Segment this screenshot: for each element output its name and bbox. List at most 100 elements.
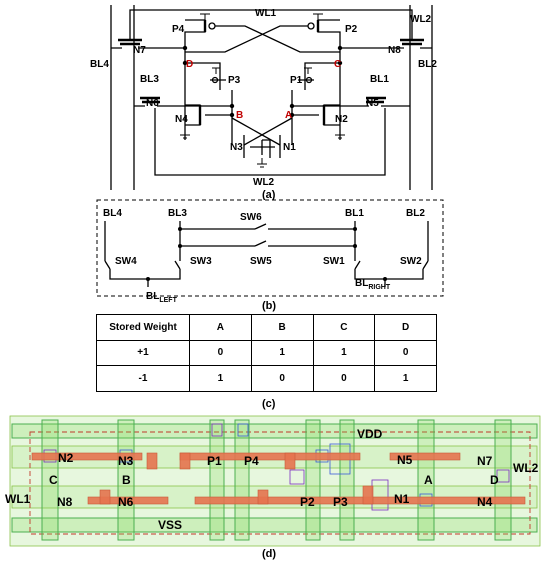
- right-network: [354, 221, 429, 280]
- wl2-top-label: WL2: [410, 14, 432, 25]
- n8-label: N8: [388, 45, 401, 56]
- sw5-blade: [254, 240, 267, 247]
- sw6-label: SW6: [240, 212, 262, 223]
- panel-a-schematic: WL1 WL2 WL2 BL4 BL3 BL1 BL2 P4 P2 P3 P1 …: [90, 5, 437, 200]
- n5-label: N5: [366, 98, 379, 109]
- bl2-label: BL2: [418, 59, 437, 70]
- wl2-layout-label: WL2: [513, 461, 539, 475]
- table-header-cell: B: [250, 314, 314, 341]
- sw6-blade: [254, 223, 267, 230]
- n3-layout-label: N3: [118, 454, 134, 468]
- pb-bl4-label: BL4: [103, 208, 122, 219]
- p1-bubble: [305, 76, 313, 84]
- p2-drain: [317, 19, 341, 63]
- node-b-label: B: [236, 110, 243, 121]
- table-row: -1 1 0 0 1: [96, 365, 437, 392]
- n8-layout-label: N8: [57, 495, 73, 509]
- wl2-line: [154, 108, 386, 176]
- bl-left-main: BL: [146, 291, 159, 302]
- panel-c-caption: (c): [262, 398, 276, 410]
- node-a-label: A: [285, 110, 292, 121]
- p2-label: P2: [345, 24, 358, 35]
- table-cell: 0: [189, 339, 252, 367]
- pb-bl1-label: BL1: [345, 208, 364, 219]
- pb-bl3-label: BL3: [168, 208, 187, 219]
- left-network: [104, 221, 181, 280]
- poly-gates: [31, 452, 526, 505]
- sw5-label: SW5: [250, 256, 272, 267]
- p4-drain: [184, 19, 206, 63]
- table-cell: 1: [312, 339, 376, 367]
- node-c-label: C: [334, 59, 341, 70]
- wl1-label: WL1: [255, 8, 277, 19]
- weight-table: Stored Weight A B C D +1 0 1 1 0 -1 1 0 …: [96, 314, 437, 392]
- n2-layout-label: N2: [58, 451, 74, 465]
- table-header-cell: A: [189, 314, 252, 341]
- gnd-symbols-upper: [180, 125, 345, 139]
- n4-layout-label: N4: [477, 495, 493, 509]
- n4-label: N4: [175, 114, 188, 125]
- panel-b-frame: [96, 199, 444, 297]
- p4-label: P4: [172, 24, 185, 35]
- table-cell: +1: [96, 339, 190, 367]
- p4-layout-label: P4: [244, 454, 259, 468]
- sw3-label: SW3: [190, 256, 212, 267]
- panel-b-switch-network: BL4 BL3 BL1 BL2 SW6 SW5 SW4 SW3 SW1 SW2 …: [96, 199, 444, 312]
- d-layout-label: D: [490, 473, 499, 487]
- bl-left-sub: LEFT: [159, 297, 177, 304]
- cross-n3-n1: [231, 117, 293, 146]
- vdd-label: VDD: [357, 427, 383, 441]
- p1-label: P1: [290, 75, 303, 86]
- n3-label: N3: [230, 142, 243, 153]
- p2-bubble: [307, 22, 315, 30]
- sw1-label: SW1: [323, 256, 345, 267]
- table-cell: 1: [250, 339, 314, 367]
- panel-d-caption: (d): [262, 548, 276, 560]
- junction-dots: [182, 45, 343, 118]
- wl2-bottom-label: WL2: [253, 177, 275, 188]
- table-header-cell: Stored Weight: [96, 314, 190, 341]
- sw4-label: SW4: [115, 256, 137, 267]
- table-header-cell: D: [374, 314, 437, 341]
- n6-label: N6: [146, 98, 159, 109]
- n1-label: N1: [283, 142, 296, 153]
- n1-device: [262, 135, 281, 158]
- wl1-line: [129, 9, 413, 40]
- gnd-symbol-lower: [257, 158, 267, 168]
- wl1-layout-label: WL1: [5, 492, 31, 506]
- panel-b-caption: (b): [262, 300, 276, 312]
- p3-layout-label: P3: [333, 495, 348, 509]
- table-cell: 0: [250, 365, 314, 392]
- cell-boundary: [29, 431, 531, 535]
- table-cell: 0: [312, 365, 376, 392]
- node-d-label: D: [186, 59, 193, 70]
- pb-bl2-label: BL2: [406, 208, 425, 219]
- bl-right-main: BL: [355, 278, 368, 289]
- table-cell: 0: [374, 339, 437, 367]
- sw2-label: SW2: [400, 256, 422, 267]
- n5-layout-label: N5: [397, 453, 413, 467]
- table-row: +1 0 1 1 0: [96, 339, 437, 367]
- bl-right-sub: RIGHT: [368, 284, 391, 291]
- bl3-label: BL3: [140, 74, 159, 85]
- p3-bubble: [211, 76, 219, 84]
- vss-label: VSS: [158, 518, 182, 532]
- n6-layout-label: N6: [118, 495, 134, 509]
- panel-b-dots: [146, 227, 387, 281]
- vdd-rail: [11, 423, 538, 439]
- p2-layout-label: P2: [300, 495, 315, 509]
- bl1-label: BL1: [370, 74, 389, 85]
- a-layout-label: A: [424, 473, 433, 487]
- table-header-row: Stored Weight A B C D: [96, 314, 437, 341]
- table-cell: 1: [189, 365, 252, 392]
- cross-couple-1: [215, 25, 340, 53]
- p4-bubble: [208, 22, 216, 30]
- n1-layout-label: N1: [394, 492, 410, 506]
- bl-left-label: BLLEFT: [146, 291, 178, 304]
- p3-label: P3: [228, 75, 241, 86]
- panel-a-caption: (a): [262, 189, 276, 200]
- table-cell: -1: [96, 365, 190, 392]
- n2-label: N2: [335, 114, 348, 125]
- bl4-label: BL4: [90, 59, 109, 70]
- table-header-cell: C: [312, 314, 376, 341]
